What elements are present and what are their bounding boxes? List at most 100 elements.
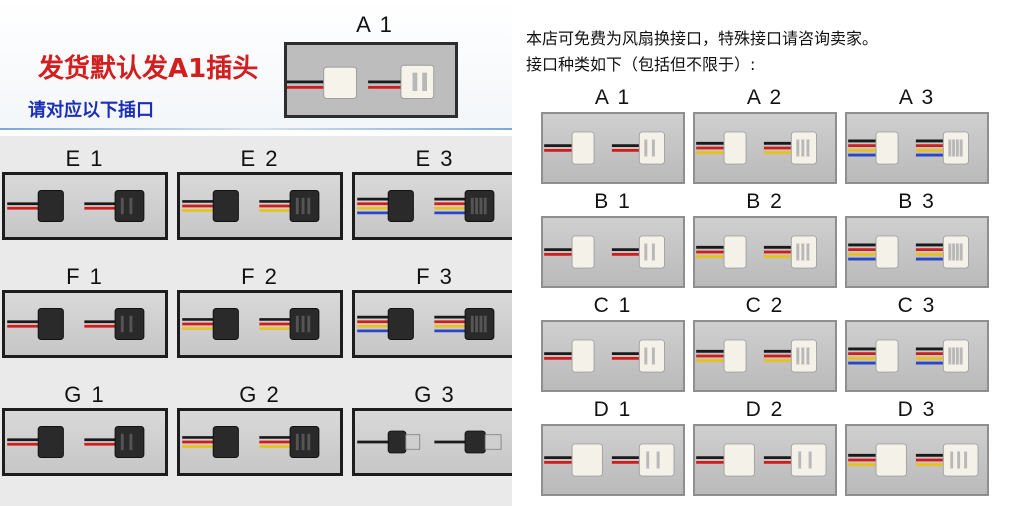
- connector-pin: [295, 433, 299, 451]
- connector-label: D 1: [593, 398, 633, 421]
- connector-drawing: [357, 430, 502, 454]
- connector-pin: [120, 197, 124, 215]
- left-connector-item: G 3: [352, 382, 518, 478]
- connector-body: [723, 339, 747, 373]
- left-connector-item: F 3: [352, 264, 518, 360]
- connector-body: [942, 443, 979, 477]
- connector-body: [638, 443, 675, 477]
- connector-pin: [950, 451, 954, 469]
- header-divider: [0, 128, 512, 130]
- connector-photo: [845, 424, 989, 496]
- connector-photo: [2, 172, 168, 240]
- right-connector-item: B 3: [845, 190, 989, 290]
- connector-photo: [845, 112, 989, 184]
- connector-pin: [479, 197, 483, 215]
- connector-photo: [845, 320, 989, 392]
- connector-pin: [307, 197, 311, 215]
- connector-drawing: [848, 131, 970, 165]
- connector-pin: [959, 139, 963, 157]
- connector-drawing: [544, 235, 666, 269]
- connector-pin: [957, 451, 961, 469]
- connector-photo: [352, 290, 518, 358]
- left-connector-item: E 3: [352, 146, 518, 242]
- connector-label: A 1: [594, 86, 632, 109]
- connector-body: [212, 190, 239, 222]
- connector-body: [723, 443, 755, 477]
- connector-body: [875, 339, 899, 373]
- connector-label: B 3: [898, 190, 936, 213]
- connector-pin: [959, 347, 963, 365]
- featured-connector-photo: [284, 42, 458, 118]
- left-connector-item: E 2: [177, 146, 343, 242]
- connector-pin: [651, 243, 655, 261]
- connector-pin: [644, 243, 648, 261]
- intro-line-1: 本店可免费为风扇换接口，特殊接口请咨询卖家。: [526, 29, 879, 48]
- connector-label: E 1: [65, 146, 105, 171]
- connector-label: G 3: [414, 382, 456, 407]
- connector-body: [571, 443, 603, 477]
- connector-label: D 3: [897, 398, 937, 421]
- connector-drawing: [696, 235, 818, 269]
- connector-pin: [644, 347, 648, 365]
- right-connector-item: D 1: [541, 398, 685, 498]
- connector-pin: [479, 315, 483, 333]
- connector-body: [723, 235, 747, 269]
- right-connector-item: A 3: [845, 86, 989, 186]
- connector-photo: [177, 408, 343, 476]
- connector-body: [387, 308, 414, 340]
- page-subtitle: 请对应以下插口: [28, 100, 154, 121]
- connector-pin: [964, 451, 968, 469]
- connector-pin: [796, 139, 800, 157]
- connector-pin: [129, 433, 133, 451]
- connector-pin: [483, 315, 487, 333]
- right-connector-item: B 2: [693, 190, 837, 290]
- page-title: 发货默认发A1插头: [38, 54, 259, 84]
- intro-line-2: 接口种类如下（包括但不限于）:: [526, 55, 756, 74]
- connector-pin: [129, 315, 133, 333]
- connector-pin: [129, 197, 133, 215]
- connector-pin: [798, 451, 802, 469]
- connector-drawing: [544, 443, 675, 477]
- connector-pin: [301, 315, 305, 333]
- connector-label: D 2: [745, 398, 785, 421]
- connector-drawing: [182, 426, 320, 458]
- connector-pin: [301, 433, 305, 451]
- connector-pin: [955, 347, 959, 365]
- connector-pin: [801, 243, 805, 261]
- right-connector-item: C 2: [693, 294, 837, 394]
- connector-label: A 3: [898, 86, 936, 109]
- connector-pin: [470, 197, 474, 215]
- connector-pin: [948, 139, 952, 157]
- connector-drawing: [544, 131, 666, 165]
- connector-label: C 1: [593, 294, 633, 317]
- connector-pin: [483, 197, 487, 215]
- connector-drawing: [696, 443, 827, 477]
- connector-pin: [307, 315, 311, 333]
- connector-drawing: [544, 339, 666, 373]
- connector-photo: [845, 216, 989, 288]
- connector-pin: [801, 347, 805, 365]
- connector-photo: [2, 408, 168, 476]
- connector-drawing: [7, 426, 145, 458]
- connector-pin: [948, 347, 952, 365]
- connector-pin: [959, 243, 963, 261]
- connector-drawing: [7, 308, 145, 340]
- connector-pin: [475, 315, 479, 333]
- intro-text: 本店可免费为风扇换接口，特殊接口请咨询卖家。 接口种类如下（包括但不限于）:: [526, 26, 878, 78]
- connector-label: E 3: [415, 146, 455, 171]
- connector-pin: [656, 451, 660, 469]
- connector-pin: [952, 139, 956, 157]
- right-connector-item: C 1: [541, 294, 685, 394]
- left-connector-item: G 2: [177, 382, 343, 478]
- connector-body: [875, 443, 907, 477]
- connector-pin: [955, 139, 959, 157]
- connector-body: [875, 131, 899, 165]
- usb-plug-body: [387, 430, 407, 454]
- connector-pin: [952, 243, 956, 261]
- usb-plug-metal: [484, 434, 502, 450]
- right-connector-item: A 1: [541, 86, 685, 186]
- connector-photo: [177, 290, 343, 358]
- connector-photo: [352, 172, 518, 240]
- connector-pin: [801, 139, 805, 157]
- connector-body: [387, 190, 414, 222]
